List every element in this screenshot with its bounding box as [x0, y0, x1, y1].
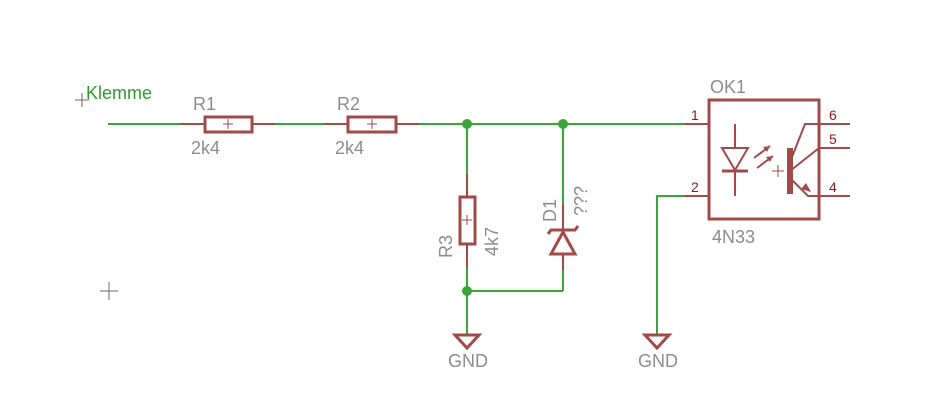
- r2-name: R2: [337, 94, 360, 114]
- resistor-r1[interactable]: [181, 115, 276, 134]
- gnd-label-right: GND: [638, 351, 678, 371]
- ok1-pin4-label: 4: [829, 179, 837, 195]
- d1-value: ???: [571, 186, 591, 216]
- ok1-pin2-label: 2: [691, 179, 699, 195]
- ok1-value: 4N33: [712, 227, 755, 247]
- d1-name: D1: [540, 199, 560, 222]
- ok1-pin1-label: 1: [691, 107, 699, 123]
- r3-name: R3: [436, 235, 456, 258]
- r1-value: 2k4: [191, 138, 220, 158]
- origin-cross-canvas: [100, 282, 118, 300]
- ground-symbol-left[interactable]: [451, 333, 483, 351]
- diode-d1[interactable]: [546, 204, 580, 270]
- ok1-pin5-label: 5: [829, 131, 837, 147]
- junction-d1: [558, 119, 568, 129]
- r1-name: R1: [193, 94, 216, 114]
- junction-ground: [462, 286, 472, 296]
- resistor-r3[interactable]: [458, 174, 477, 268]
- junction-r3: [462, 119, 472, 129]
- net-label-klemme: Klemme: [86, 83, 152, 103]
- resistor-r2[interactable]: [325, 115, 420, 134]
- wire-ok1-pin2: [656, 195, 684, 335]
- ground-symbol-right[interactable]: [641, 333, 673, 351]
- optocoupler-ok1[interactable]: [684, 98, 850, 221]
- r3-value: 4k7: [482, 227, 502, 256]
- gnd-label-left: GND: [448, 351, 488, 371]
- ok1-pin6-label: 6: [829, 107, 837, 123]
- r2-value: 2k4: [335, 138, 364, 158]
- ok1-name: OK1: [710, 77, 746, 97]
- origin-cross-input: [75, 93, 89, 107]
